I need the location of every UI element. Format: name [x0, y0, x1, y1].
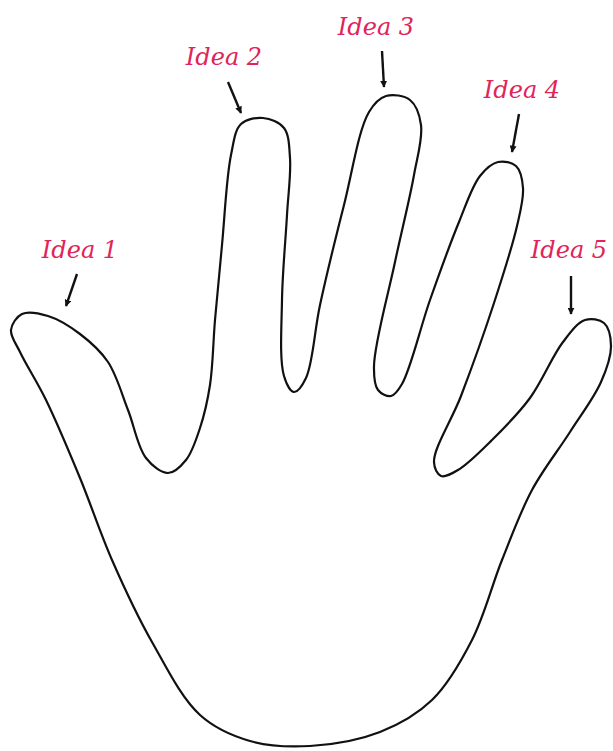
- label-holder: Idea 2: [186, 44, 262, 70]
- label-holder: Idea 1: [42, 237, 118, 263]
- hand-outline: [11, 95, 611, 746]
- pointer-arrow: [66, 274, 77, 306]
- idea-label: Idea 1: [42, 237, 118, 263]
- label-holder: Idea 4: [484, 77, 560, 103]
- idea-label: Idea 2: [186, 44, 262, 70]
- pointer-arrow: [228, 82, 241, 113]
- label-holder: Idea 3: [338, 14, 414, 40]
- pointer-arrow: [512, 114, 519, 152]
- idea-label: Idea 5: [531, 237, 607, 263]
- idea-label: Idea 4: [484, 77, 560, 103]
- label-holder: Idea 5: [531, 237, 607, 263]
- pointer-arrow: [570, 276, 572, 314]
- idea-label: Idea 3: [338, 14, 414, 40]
- pointer-arrow: [382, 51, 384, 87]
